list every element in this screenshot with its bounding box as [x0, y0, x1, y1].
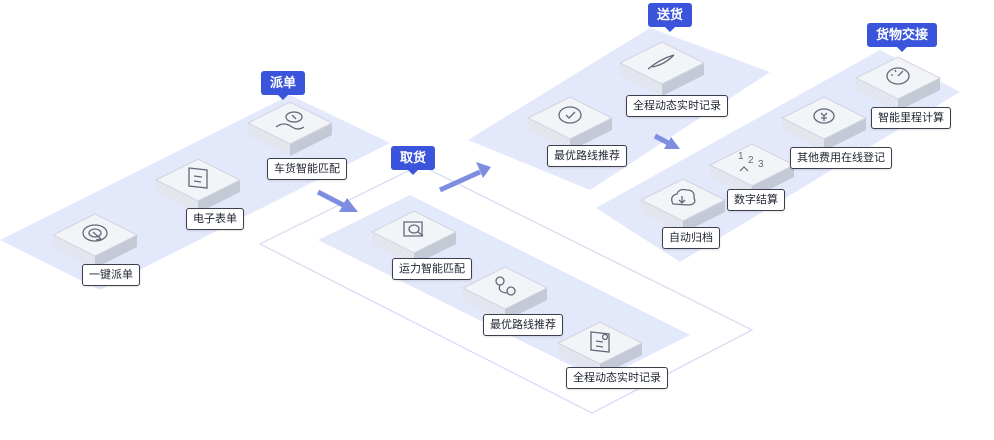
location-check-icon [558, 106, 582, 124]
label-electronic-form: 电子表单 [186, 208, 244, 230]
label-smart-mileage: 智能里程计算 [871, 107, 951, 129]
svg-text:3: 3 [758, 159, 764, 170]
pen-icon [647, 54, 675, 70]
label-capacity-match: 运力智能匹配 [392, 258, 472, 280]
svg-text:2: 2 [748, 155, 754, 166]
label-pickup-route: 最优路线推荐 [483, 314, 563, 336]
cube-one-click-dispatch[interactable] [51, 213, 139, 268]
document-icon [188, 167, 208, 189]
svg-text:1: 1 [738, 151, 744, 162]
stage-tag-delivery: 送货 [647, 3, 693, 32]
label-vehicle-cargo-match: 车货智能匹配 [267, 158, 347, 180]
touch-icon [82, 224, 108, 242]
numbers-icon: 1 2 3 [738, 151, 764, 172]
record-doc-icon [590, 331, 610, 353]
arrow-delivery-to-handover [653, 133, 680, 149]
truck-search-icon [403, 221, 424, 237]
arrow-dispatch-to-pickup [316, 189, 358, 212]
label-delivery-record: 全程动态实时记录 [626, 95, 728, 117]
money-bag-icon [813, 108, 835, 124]
label-digital-settlement: 数字结算 [727, 189, 785, 211]
label-auto-archive: 自动归档 [662, 227, 720, 249]
cube-online-fee-register[interactable] [780, 96, 868, 151]
cloud-icon [671, 188, 696, 206]
stage-tag-handover: 货物交接 [866, 23, 938, 52]
speedometer-icon [886, 67, 910, 85]
cube-electronic-form[interactable] [154, 158, 242, 213]
cube-digital-settlement[interactable]: 1 2 3 [708, 143, 796, 198]
label-online-fee-register: 其他费用在线登记 [790, 147, 892, 169]
cube-auto-archive[interactable] [639, 178, 727, 233]
hand-coin-icon [275, 111, 305, 130]
stage-tag-pickup: 取货 [390, 146, 436, 175]
pickup-outline [258, 164, 754, 414]
route-icon [495, 276, 516, 296]
arrow-pickup-to-delivery [438, 162, 491, 193]
cube-smart-mileage[interactable] [854, 56, 942, 111]
cube-delivery-record[interactable] [618, 41, 706, 96]
label-delivery-route: 最优路线推荐 [547, 145, 627, 167]
cube-vehicle-cargo-match[interactable] [246, 101, 334, 156]
label-one-click-dispatch: 一键派单 [82, 264, 140, 286]
label-pickup-record: 全程动态实时记录 [566, 367, 668, 389]
cube-pickup-route[interactable] [461, 266, 549, 321]
stage-tag-dispatch: 派单 [260, 71, 306, 100]
cube-delivery-route[interactable] [526, 96, 614, 151]
cube-capacity-match[interactable] [370, 210, 458, 265]
